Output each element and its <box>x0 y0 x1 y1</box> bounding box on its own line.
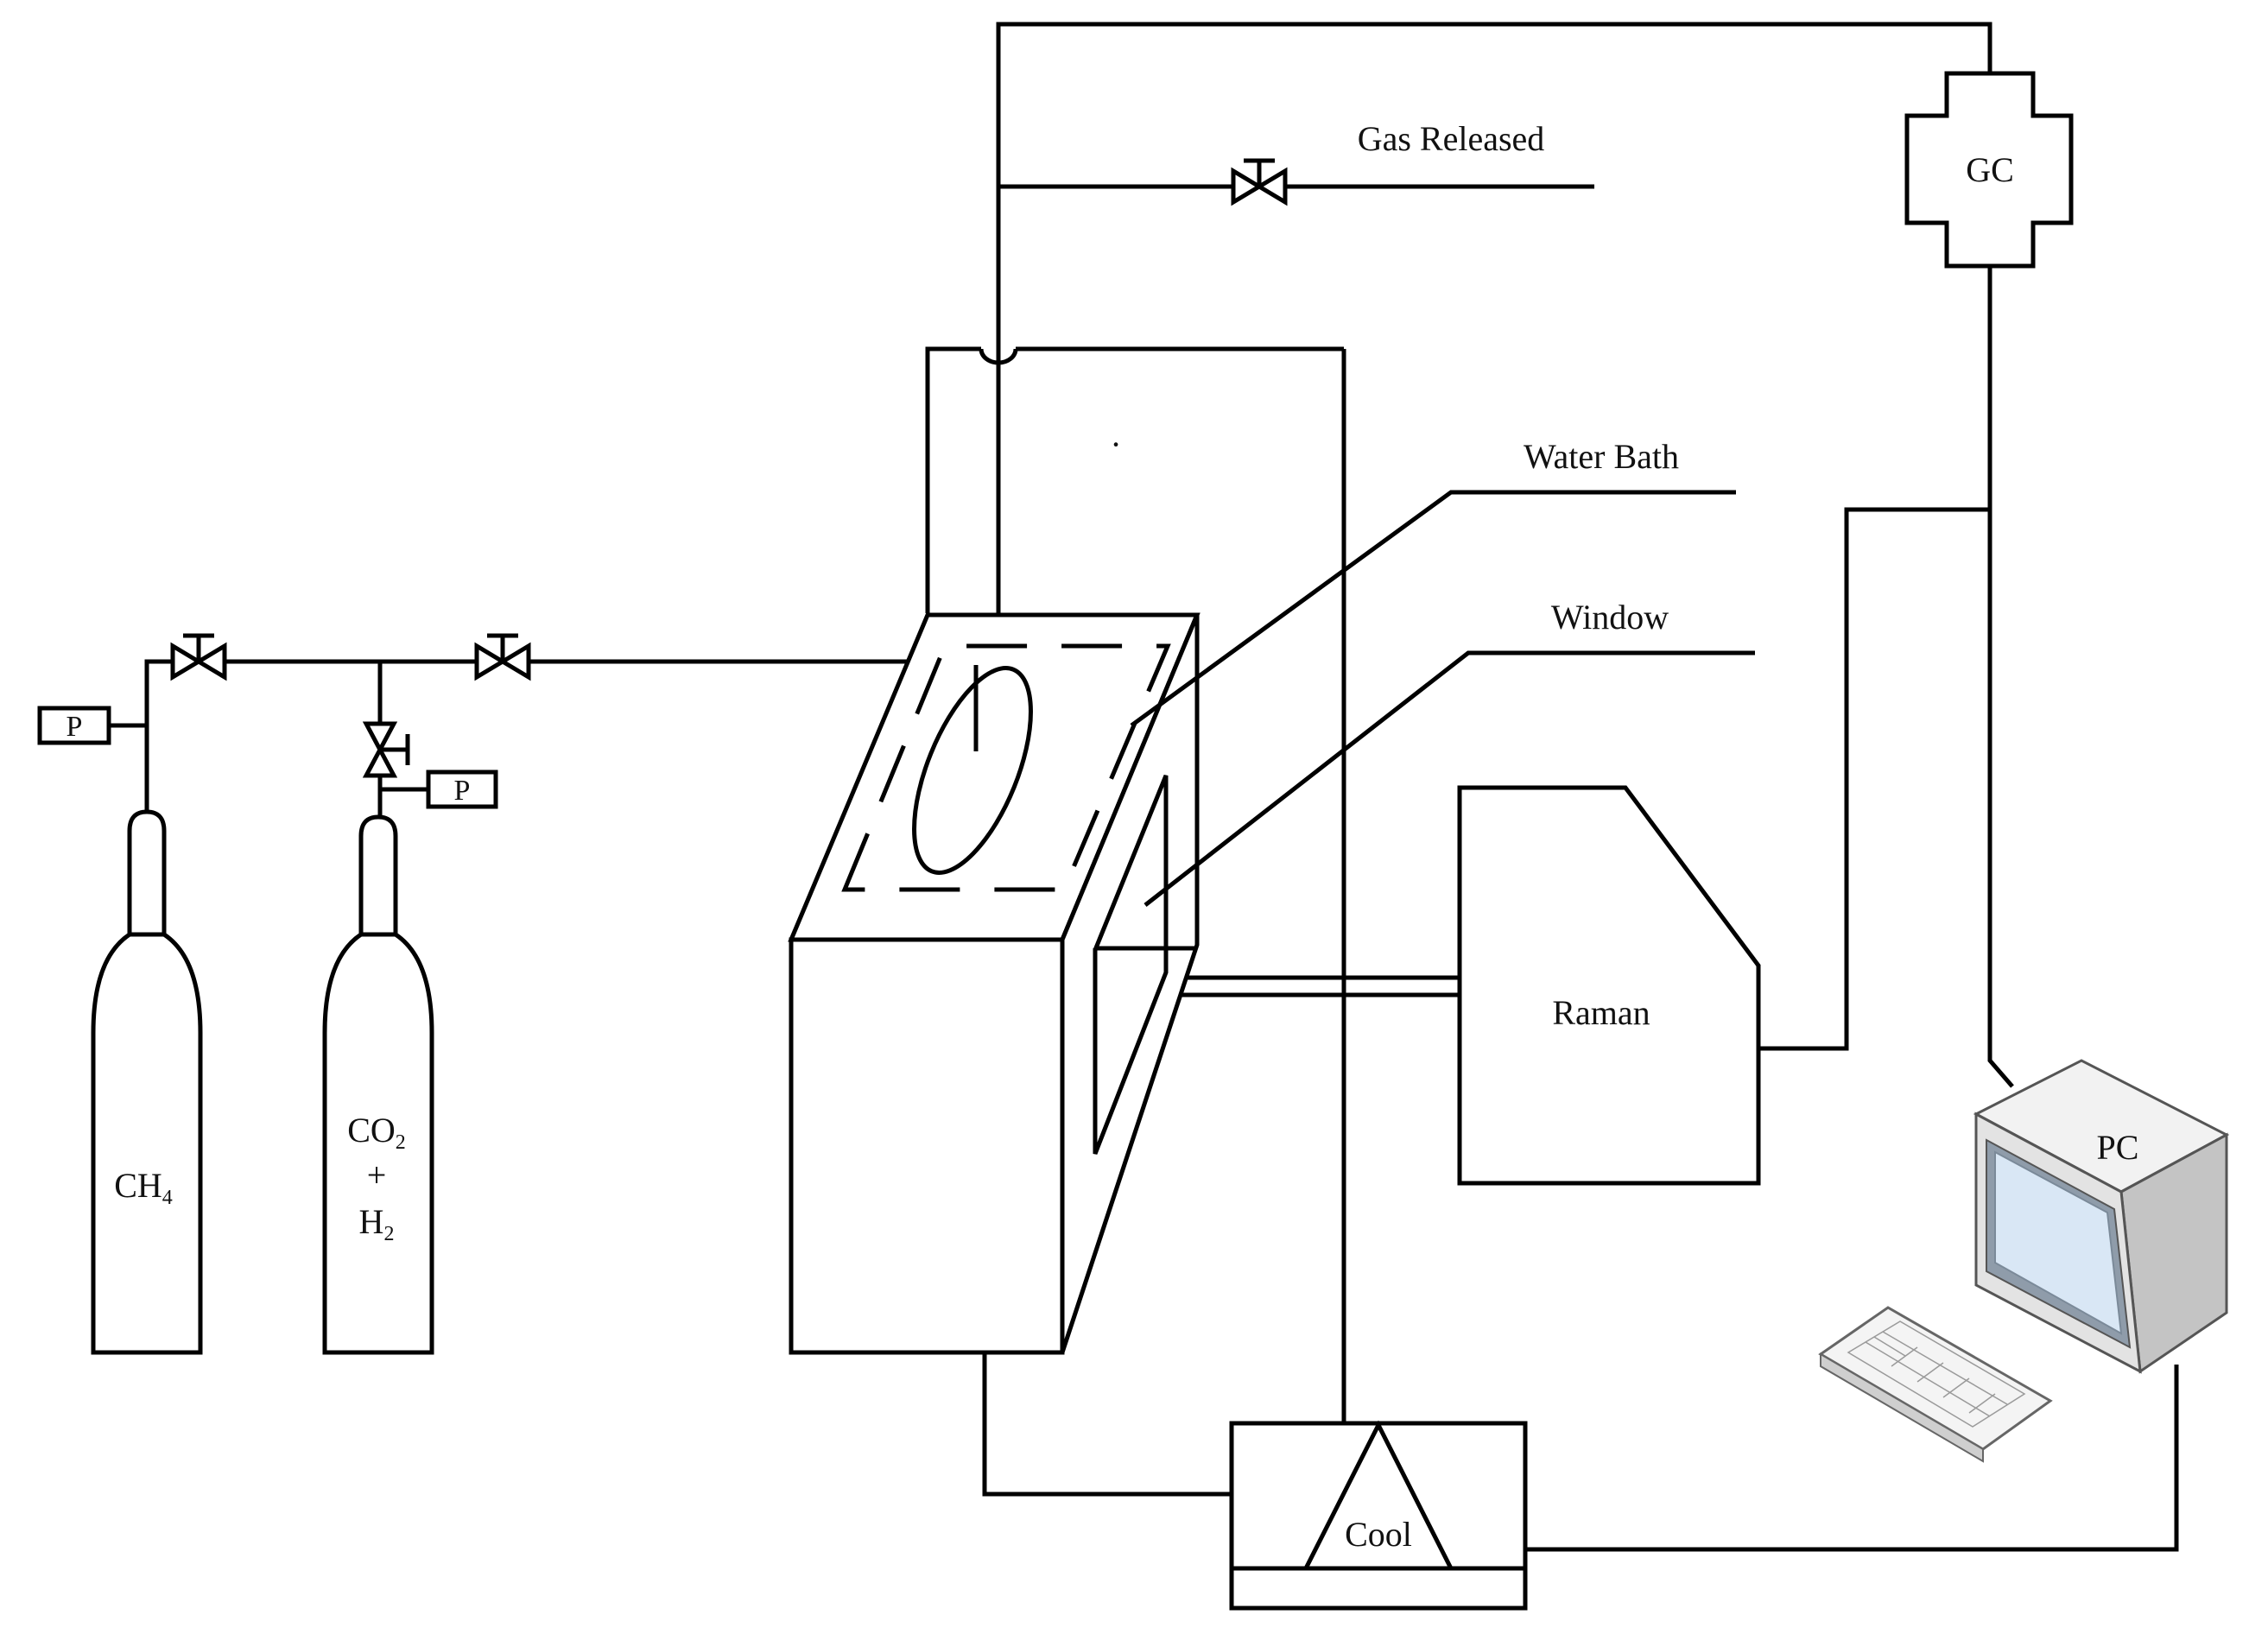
pc-computer: PC <box>1818 1059 2230 1463</box>
gas-cylinder-icon <box>322 814 434 1355</box>
pressure-gauge-2-label: P <box>454 775 471 807</box>
label-gas-released: Gas Released <box>1358 119 1545 158</box>
reactor-window-ellipse <box>912 666 1033 875</box>
gas-cylinder-icon <box>91 809 203 1355</box>
reactor-box <box>788 612 1201 1355</box>
valve-feed-left[interactable] <box>170 633 227 681</box>
label-water-bath: Water Bath <box>1130 437 1736 728</box>
cylinder-ch4: CH4 <box>91 809 203 1355</box>
svg-text:·: · <box>1110 425 1121 464</box>
pressure-gauge-2: P <box>426 770 498 809</box>
pressure-gauge-1: P <box>37 706 111 745</box>
water-bath-label: Water Bath <box>1524 437 1679 476</box>
window-label: Window <box>1551 598 1669 636</box>
pressure-gauge-icon <box>37 706 111 745</box>
valve-gas-released[interactable] <box>1231 158 1288 206</box>
pipe-network <box>111 22 2179 1552</box>
gc-unit: GC <box>1904 71 2074 269</box>
gc-label: GC <box>1966 150 2014 189</box>
cool-unit: Cool <box>1229 1420 1528 1611</box>
cylinder-mix-line1: CO2 <box>347 1111 406 1154</box>
valve-co2-h2[interactable] <box>362 721 410 778</box>
raman-label: Raman <box>1552 993 1650 1032</box>
label-window: Window <box>1144 598 1755 907</box>
raman-unit: Raman <box>1457 785 1761 1186</box>
valve-feed-right[interactable] <box>474 633 531 681</box>
cylinder-ch4-label: CH4 <box>114 1166 173 1209</box>
pressure-gauge-icon <box>426 770 498 809</box>
pc-monitor-icon <box>1973 1059 2230 1374</box>
cylinder-co2-h2: CO2 + H2 <box>322 814 434 1355</box>
water-bath-tank: · <box>925 346 1344 613</box>
pressure-gauge-1-label: P <box>67 711 83 743</box>
cylinder-mix-line3: H2 <box>359 1202 395 1245</box>
cool-label: Cool <box>1345 1515 1412 1554</box>
gas-released-label: Gas Released <box>1358 119 1545 158</box>
keyboard-icon <box>1818 1306 2053 1463</box>
pc-label: PC <box>2097 1128 2139 1167</box>
cylinder-mix-line2: + <box>367 1156 387 1194</box>
